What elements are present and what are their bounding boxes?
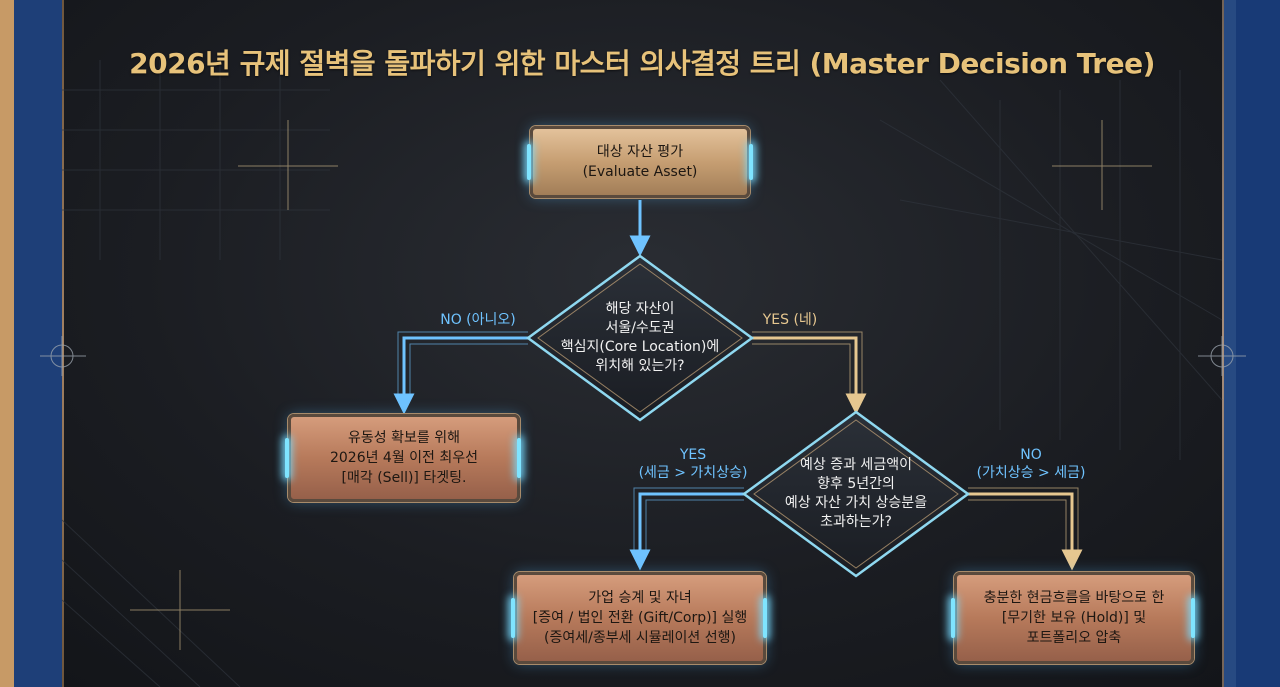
arrow-decision2-no (968, 492, 1083, 571)
label-yes-1: YES (네) (762, 312, 818, 328)
gift-corp-node-label: 가업 승계 및 자녀 [증여 / 법인 전환 (Gift/Corp)] 실행 (… (532, 590, 748, 646)
start-node: 대상 자산 평가 (Evaluate Asset) (530, 126, 750, 198)
hold-node: 충분한 현금흐름을 바탕으로 한 [무기한 보유 (Hold)] 및 포트폴리오… (954, 572, 1194, 664)
label-no-2: NO (가치상승 > 세금) (976, 447, 1086, 481)
sparkle-marks (130, 120, 1152, 650)
right-border-panel (1222, 0, 1280, 687)
decision2-diamond (741, 410, 971, 578)
glow-cap (511, 598, 515, 638)
arrow-decision2-yes (629, 492, 744, 571)
left-frame-line (62, 0, 64, 687)
glow-cap (763, 598, 767, 638)
glow-cap (527, 144, 531, 180)
sell-node-label: 유동성 확보를 위해 2026년 4월 이전 최우선 [매각 (Sell)] 타… (329, 430, 479, 486)
start-node-label: 대상 자산 평가 (Evaluate Asset) (582, 144, 698, 180)
gift-corp-node: 가업 승계 및 자녀 [증여 / 법인 전환 (Gift/Corp)] 실행 (… (514, 572, 766, 664)
glow-cap (749, 144, 753, 180)
glow-cap (951, 598, 955, 638)
background-grid (61, 60, 1223, 687)
decision1-text: 해당 자산이 서울/수도권 핵심지(Core Location)에 위치해 있는… (560, 301, 720, 374)
crosshair-right (1198, 336, 1246, 376)
page-title: 2026년 규제 절벽을 돌파하기 위한 마스터 의사결정 트리 (Master… (129, 47, 1155, 80)
arrow-decision1-yes (752, 336, 867, 415)
label-no-1: NO (아니오) (440, 312, 516, 328)
hold-node-label: 충분한 현금흐름을 바탕으로 한 [무기한 보유 (Hold)] 및 포트폴리오… (983, 590, 1165, 646)
right-frame-line (1222, 0, 1224, 687)
decision1-diamond (525, 254, 755, 422)
glow-cap (517, 438, 521, 478)
glow-cap (285, 438, 289, 478)
decision2-text: 예상 증과 세금액이 향후 5년간의 예상 자산 가치 상승분을 초과하는가? (784, 457, 928, 530)
glow-cap (1191, 598, 1195, 638)
label-yes-2: YES (세금 > 가치상승) (638, 447, 748, 481)
left-border-panel (0, 0, 62, 687)
arrow-decision1-no (393, 336, 528, 415)
sell-node: 유동성 확보를 위해 2026년 4월 이전 최우선 [매각 (Sell)] 타… (288, 414, 520, 502)
crosshair-left (40, 336, 86, 376)
